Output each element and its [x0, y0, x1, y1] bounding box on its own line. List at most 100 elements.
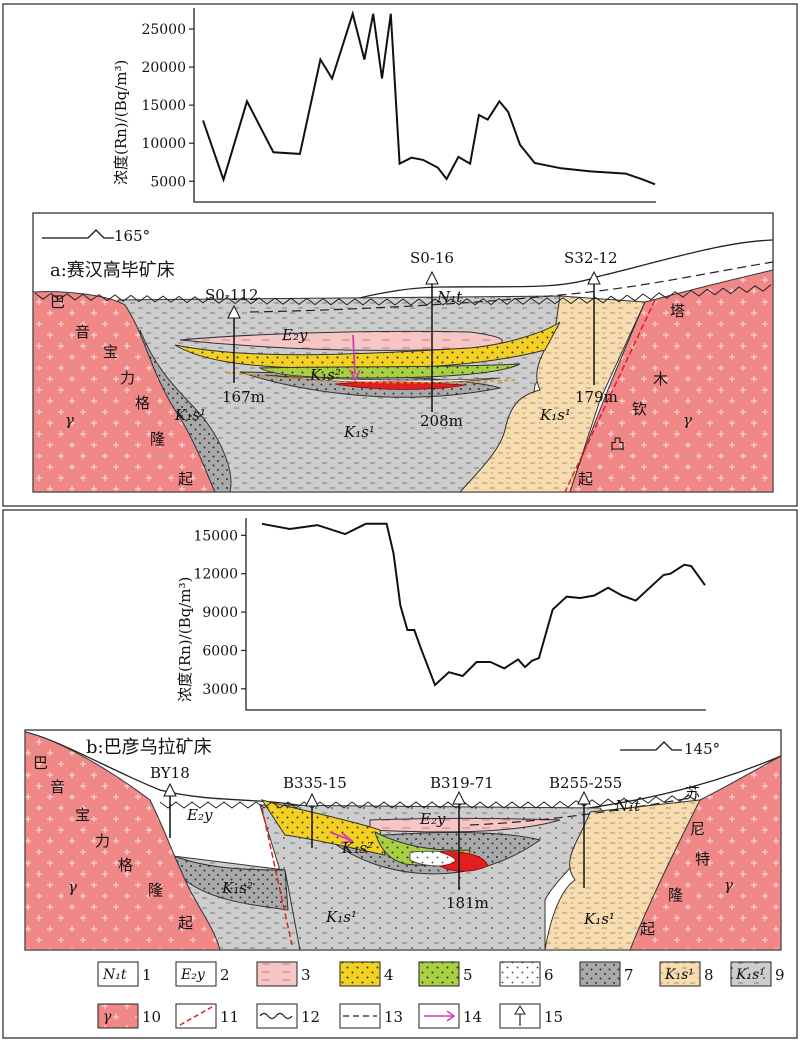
n1t-boundary-b [469, 797, 691, 826]
legend-item: γ 10 [97, 1003, 161, 1029]
k1s2-green-a [258, 363, 521, 379]
legend-swatch-text: γ [103, 1009, 112, 1025]
label-n1t-a: N₁t [436, 288, 463, 306]
legend-number: 3 [301, 966, 311, 984]
y-tick-label: 9000 [202, 605, 238, 621]
uplift-char: 塔 [670, 302, 685, 320]
fault-a [564, 299, 656, 493]
uplift-char: 巴 [50, 293, 65, 311]
legend-swatch [256, 1003, 298, 1029]
drillhole-by18[interactable]: BY18 [150, 764, 190, 838]
drillhole-marker-icon [163, 782, 177, 797]
legend-number: 6 [544, 966, 554, 984]
drillhole-b319-71[interactable]: B319-71 181m [430, 774, 494, 912]
fluid-arrowhead-icon [340, 832, 355, 844]
chart-a-series-line [202, 10, 656, 186]
y-tick-label: 3000 [202, 682, 238, 698]
legend-item: N₁t 1 [97, 961, 152, 987]
uplift-char: 木 [653, 370, 668, 388]
legend-swatch [256, 961, 298, 987]
label-e2y-center-b: E₂y [419, 810, 446, 828]
granite-left-b [24, 731, 221, 951]
legend-wavy-symbol [259, 1012, 293, 1020]
well-depth: 179m [575, 388, 618, 406]
uplift-char: 音 [50, 778, 65, 796]
drillhole-marker-icon [577, 790, 591, 805]
direction-arrow-icon [42, 229, 114, 239]
uplift-char: 凸 [610, 435, 625, 453]
uplift-char: 音 [75, 323, 90, 341]
uplift-char: 钦 [632, 400, 647, 418]
ore-body-b [438, 851, 489, 872]
legend-item: 15 [499, 1003, 563, 1029]
legend-swatch [175, 961, 217, 987]
uplift-char: 格 [135, 394, 150, 412]
fault-b [261, 807, 293, 946]
well-depth: 181m [446, 894, 489, 912]
drillhole-b255-255[interactable]: B255-255 [549, 774, 622, 888]
label-e2y-a: E₂y [281, 326, 308, 344]
uplift-char: 巴 [33, 754, 48, 772]
uplift-char: 苏 [685, 784, 700, 802]
drillhole-marker-icon [227, 304, 241, 319]
label-k1s1-center-a: K₁s¹ [343, 423, 375, 441]
chart-b-ylabel: 浓度(Rn)/(Bq/m³) [176, 577, 194, 702]
legend-item: 11 [175, 1003, 239, 1029]
chart-a-ylabel: 浓度(Rn)/(Bq/m³) [112, 60, 130, 185]
legend-item: 5 [418, 961, 473, 987]
legend-swatch [418, 961, 460, 987]
label-k1s1-right-a: K₁s¹ [539, 406, 571, 424]
panel-b-frame [2, 509, 798, 1039]
well-label: BY18 [150, 764, 190, 782]
y-tick-label: 10000 [141, 136, 186, 152]
label-e2y-left-b: E₂y [186, 806, 213, 824]
legend-number: 1 [142, 966, 152, 984]
label-k1s1-left-a: K₁s¹ [174, 406, 206, 424]
drillhole-marker-icon [305, 792, 319, 807]
legend-number: 10 [142, 1008, 161, 1026]
legend-swatch [659, 961, 701, 987]
k1s2-dark-left-b [159, 849, 289, 911]
granite-right-a [569, 269, 774, 493]
legend-swatch [97, 961, 139, 987]
fluid-arrow-a [352, 334, 356, 376]
legend-number: 13 [384, 1008, 403, 1026]
section-b-title: b:巴彦乌拉矿床 [86, 737, 212, 758]
legend-swatch [579, 961, 621, 987]
uplift-char: 尼 [690, 820, 705, 838]
uplift-char: 起 [178, 470, 193, 488]
legend-swatch-text: N₁t [102, 967, 127, 983]
n1t-boundary-a [249, 261, 774, 313]
legend-swatch-text: E₂y [180, 967, 206, 983]
y-tick-label: 15000 [193, 528, 238, 544]
k1s1-tan-right-a [458, 295, 646, 493]
legend-item: 13 [339, 1003, 403, 1029]
legend-swatch-text: K₁s¹ [664, 967, 694, 983]
label-k1s2-left-b: K₁s² [221, 879, 253, 897]
well-label: S0-112 [205, 286, 259, 304]
legend-swatch [730, 961, 772, 987]
section-a-title: a:赛汉高毕矿床 [50, 260, 175, 281]
uplift-char: 格 [118, 856, 133, 874]
legend-number: 7 [624, 966, 634, 984]
label-k1s1-right-b: K₁s¹ [583, 910, 615, 928]
legend-item: 12 [256, 1003, 320, 1029]
uplift-char: 起 [640, 920, 655, 938]
drillhole-s0-16[interactable]: S0-16 208m [410, 249, 463, 430]
drillhole-s32-12[interactable]: S32-12 179m [564, 249, 618, 406]
drillhole-b335-15[interactable]: B335-15 [283, 774, 347, 848]
fluid-arrow-b [329, 831, 351, 841]
legend-number: 4 [384, 966, 394, 984]
well-label: S0-16 [410, 249, 454, 267]
label-k1s2-center-b: K₁s² [341, 839, 373, 857]
well-label: S32-12 [564, 249, 618, 267]
drillhole-marker-icon [425, 270, 439, 285]
well-label: B319-71 [430, 774, 494, 792]
chart-a-axes [193, 8, 656, 203]
drillhole-s0-112[interactable]: S0-112 167m [205, 286, 265, 406]
